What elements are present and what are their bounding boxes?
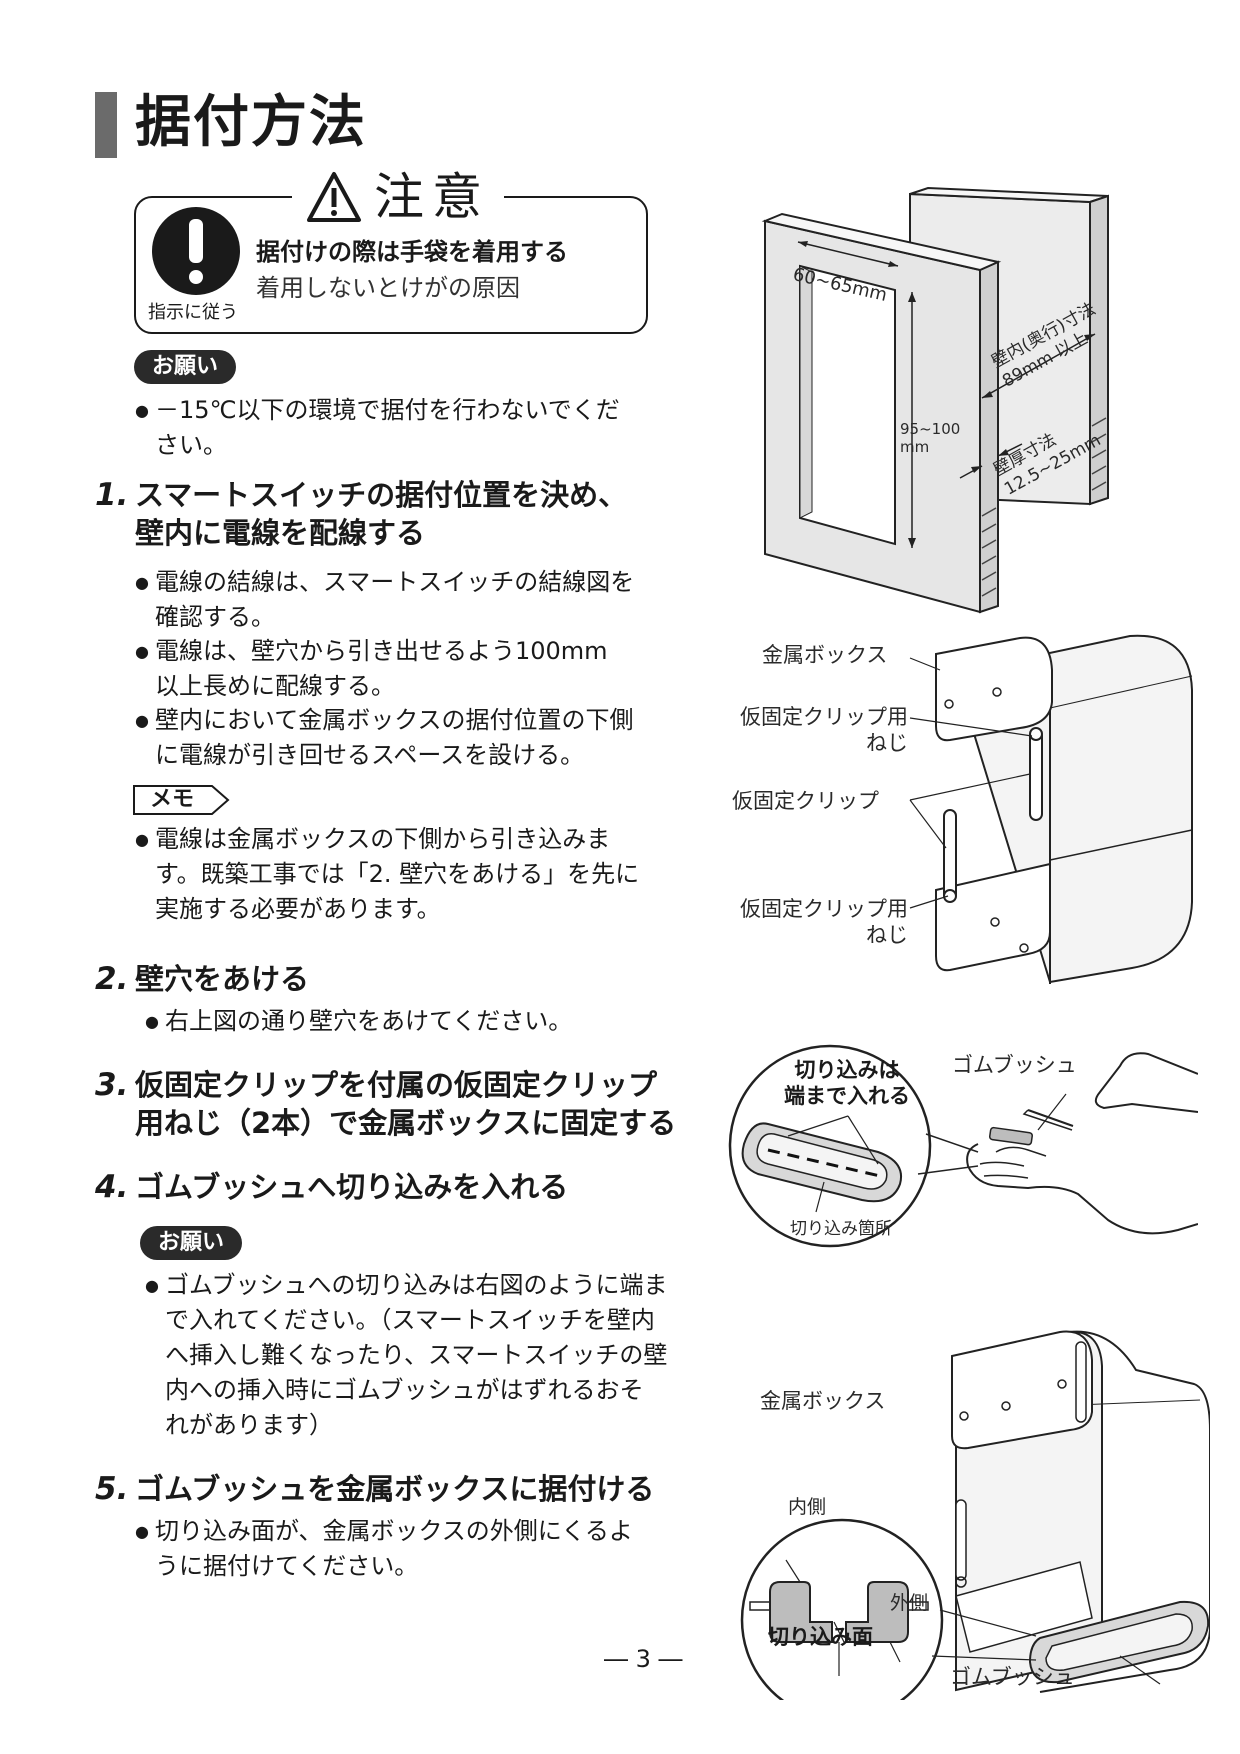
step-1-bullet: 電線の結線は、スマートスイッチの結線図を 確認する。 <box>135 565 695 635</box>
title-bar <box>95 92 117 158</box>
caution-heading: 注意 <box>292 164 504 230</box>
metal-box-label: 金属ボックス <box>760 1389 886 1413</box>
memo-note: 電線は金属ボックスの下側から引き込みま す。既築工事では「2. 壁穴をあける」を… <box>135 822 695 927</box>
memo-label: メモ <box>150 787 195 812</box>
step-1-bullet: 壁内において金属ボックスの据付位置の下側 に電線が引き回せるスペースを設ける。 <box>135 703 695 773</box>
step-1-number: 1. <box>95 477 129 513</box>
step-1-bullet: 電線は、壁穴から引き出せるよう100mm 以上長めに配線する。 <box>135 634 695 704</box>
step-2-number: 2. <box>95 961 129 997</box>
clip-screw-label: 仮固定クリップ用 ねじ <box>740 897 908 947</box>
caution-sub-text: 着用しないとけがの原因 <box>256 274 520 302</box>
instruction-icon <box>152 207 240 295</box>
metal-box-label: 金属ボックス <box>762 643 888 667</box>
step-5-heading: 5. ゴムブッシュを金属ボックスに据付ける <box>95 1471 655 1507</box>
page-number: ― 3 ― <box>604 1645 683 1673</box>
caution-main-text: 据付けの際は手袋を着用する <box>256 238 568 266</box>
inside-label: 内側 <box>788 1496 827 1518</box>
caution-heading-text: 注意 <box>374 168 490 226</box>
step-3-number: 3. <box>95 1067 129 1103</box>
cut-location-label: 切り込み箇所 <box>790 1219 892 1239</box>
hole-height-label: 95~100 mm <box>900 420 961 456</box>
bushing-installed-diagram <box>740 1330 1210 1700</box>
request-note: －15℃以下の環境で据付を行わないでくだ さい。 <box>135 393 695 463</box>
step-4-number: 4. <box>95 1169 129 1205</box>
step-5-number: 5. <box>95 1471 129 1507</box>
step-2-bullet: 右上図の通り壁穴をあけてください。 <box>145 1004 695 1039</box>
step-4-heading: 4. ゴムブッシュへ切り込みを入れる <box>95 1169 569 1205</box>
memo-tag <box>133 785 230 815</box>
step-4-note: ゴムブッシュへの切り込みは右図のように端ま で入れてください。（スマートスイッチ… <box>145 1268 705 1443</box>
warning-triangle-icon <box>307 172 361 222</box>
wall-hole-diagram <box>761 186 1109 614</box>
step-2-heading: 2. 壁穴をあける <box>95 961 310 997</box>
metal-box-diagram <box>909 634 1193 984</box>
clip-screw-label: 仮固定クリップ用 ねじ <box>740 705 908 755</box>
cut-surface-label: 切り込み面 <box>768 1625 873 1649</box>
clip-label: 仮固定クリップ <box>732 789 879 813</box>
page-title: 据付方法 <box>135 90 367 155</box>
rubber-bushing-label: ゴムブッシュ <box>950 1665 1075 1689</box>
cut-note: 切り込みは 端まで入れる <box>784 1058 910 1108</box>
request-badge: お願い <box>134 350 237 384</box>
bushing-cut-diagram <box>728 1044 1198 1248</box>
instruction-icon-label: 指示に従う <box>148 302 238 323</box>
request-badge: お願い <box>140 1226 243 1260</box>
step-1-heading: 1. スマートスイッチの据付位置を決め、 壁内に電線を配線する <box>95 477 628 550</box>
step-3-heading: 3. 仮固定クリップを付属の仮固定クリップ 用ねじ（2本）で金属ボックスに固定す… <box>95 1067 677 1140</box>
outside-label: 外側 <box>890 1592 929 1614</box>
step-5-bullet: 切り込み面が、金属ボックスの外側にくるよ うに据付けてください。 <box>135 1514 705 1584</box>
rubber-bushing-label: ゴムブッシュ <box>952 1053 1077 1077</box>
